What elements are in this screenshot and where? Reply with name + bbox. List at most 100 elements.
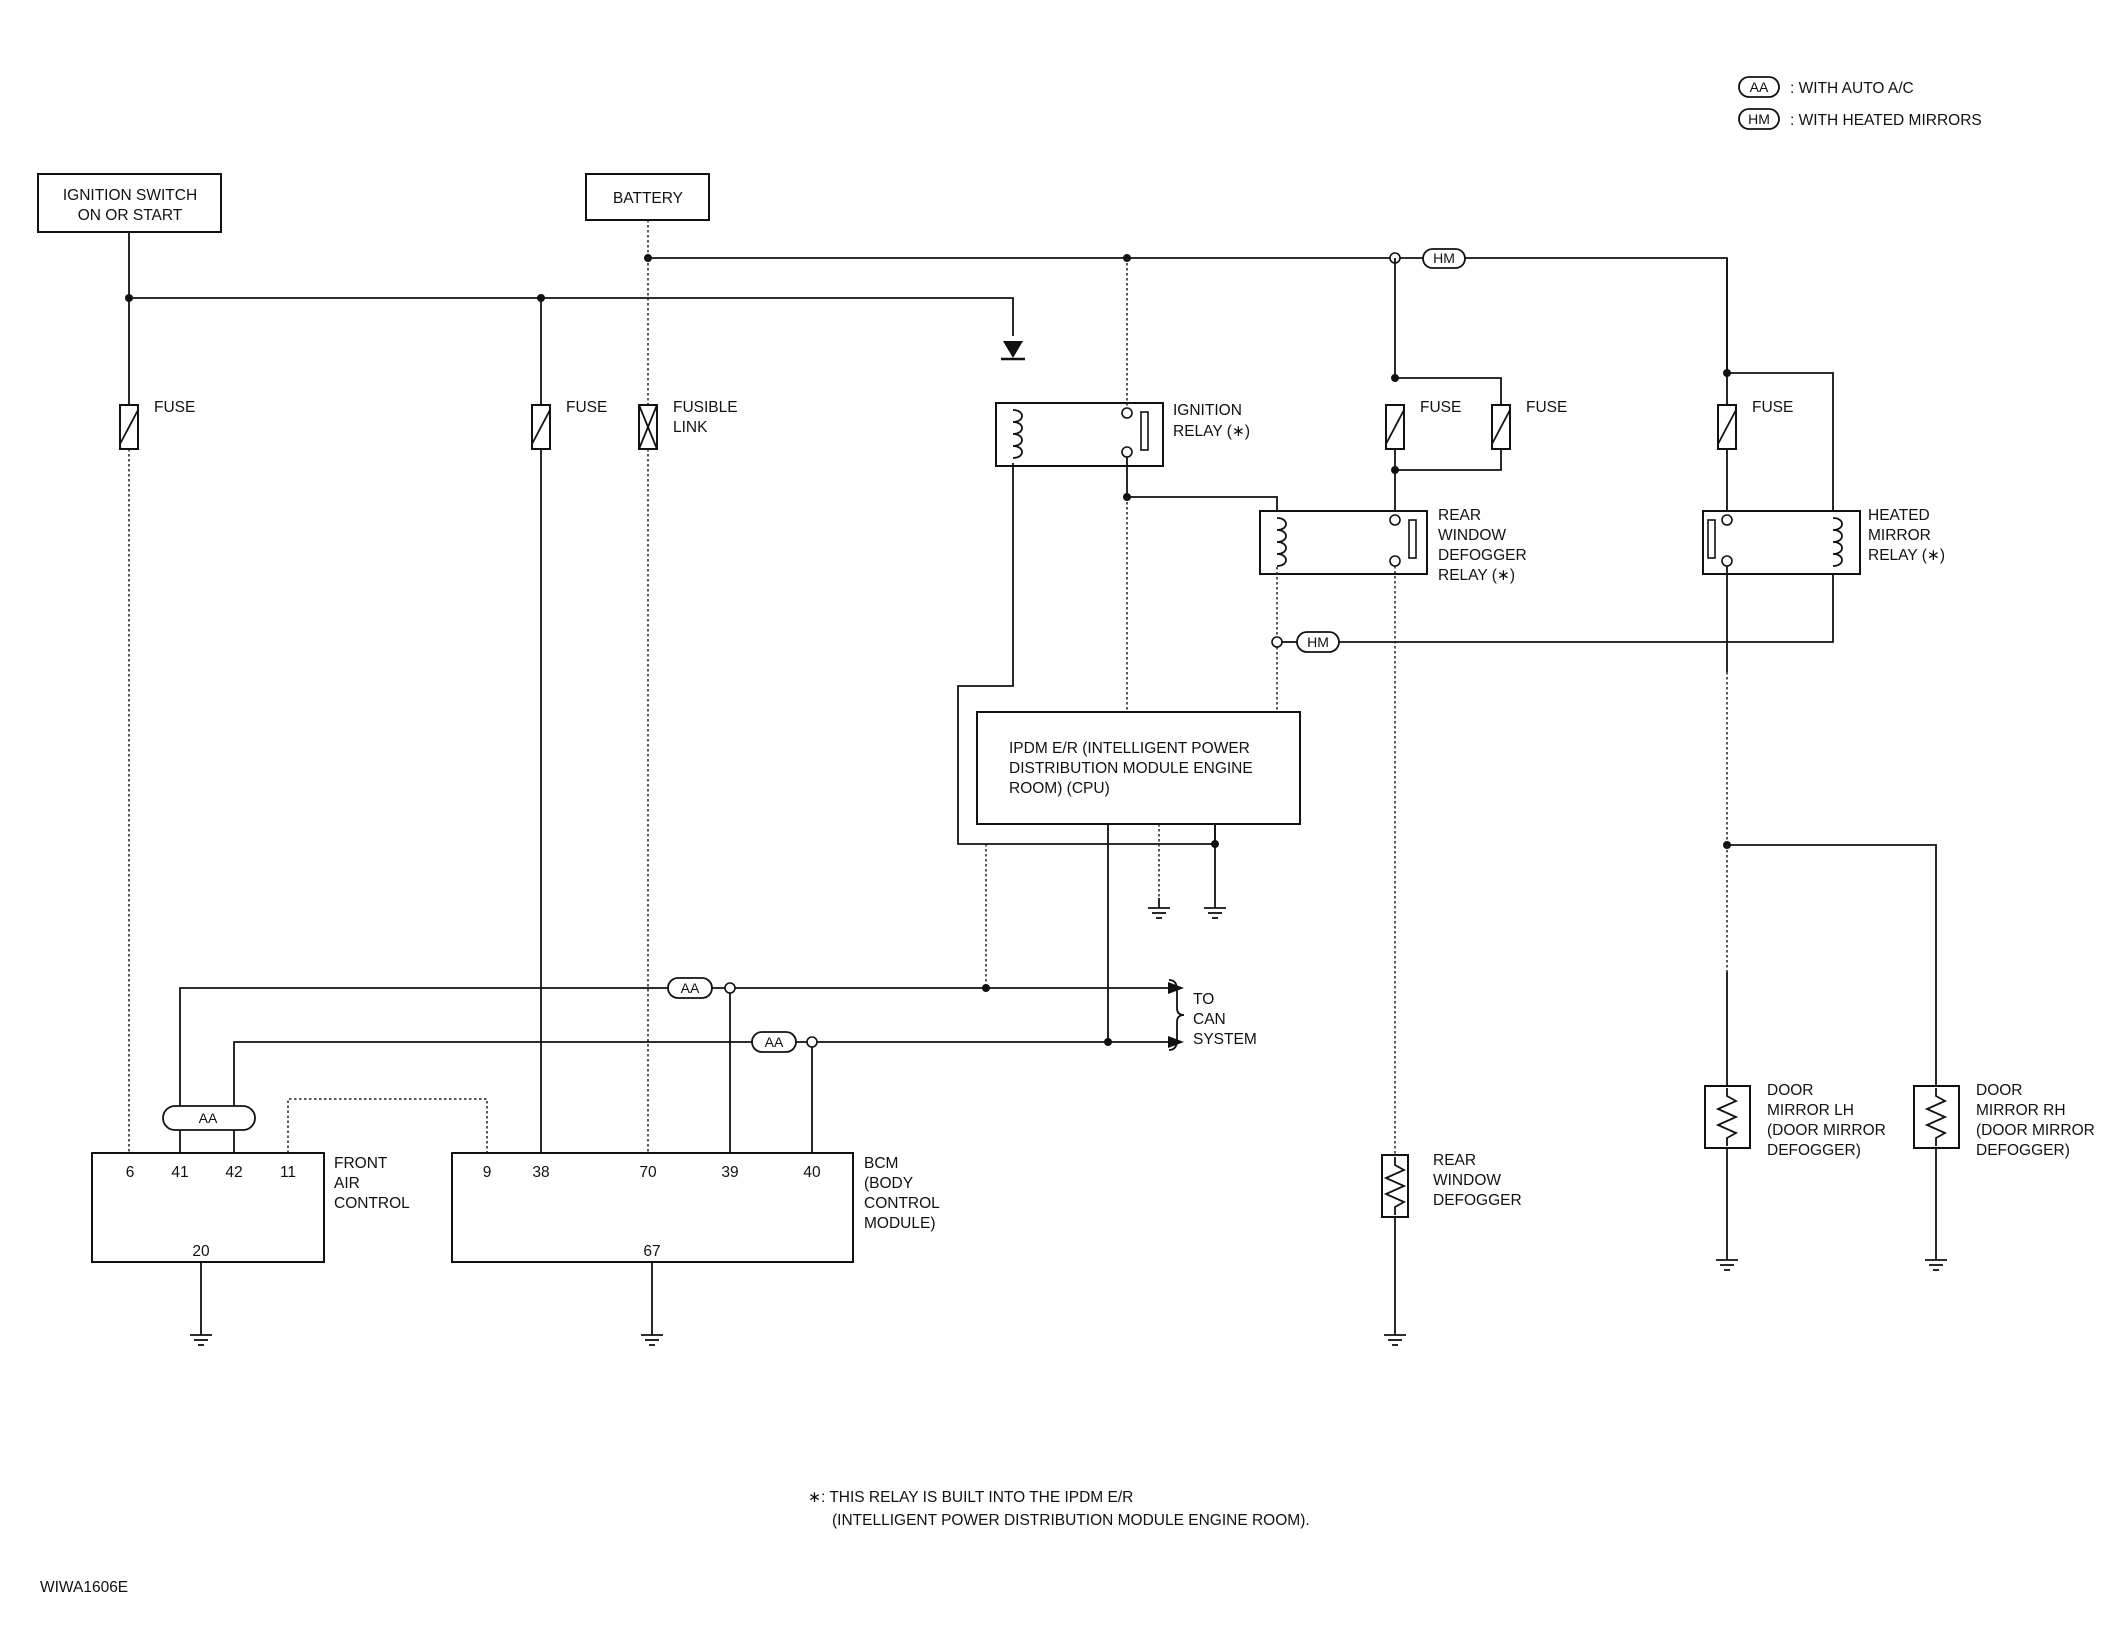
diagram-label: 42	[225, 1164, 242, 1181]
legend-aa: AA : WITH AUTO A/C	[1738, 76, 1914, 98]
diagram-label: 40	[803, 1164, 821, 1181]
ground-icon	[1715, 1249, 1739, 1271]
diagram-label: LINK	[673, 419, 708, 436]
diagram-label: HM	[1748, 111, 1770, 127]
ignition-switch-box: IGNITION SWITCH ON OR START	[37, 173, 222, 233]
rear-window-defogger	[1381, 1154, 1409, 1218]
diagram-label: WINDOW	[1433, 1172, 1501, 1189]
fuse-icon	[531, 404, 551, 450]
diagram-label: TO	[1193, 991, 1214, 1008]
diagram-label: AIR	[334, 1175, 360, 1192]
ground-icon	[640, 1324, 664, 1346]
diagram-label: REAR	[1438, 507, 1481, 524]
diagram-label: DEFOGGER	[1438, 547, 1527, 564]
diagram-label: 9	[483, 1164, 492, 1181]
diagram-label: CONTROL	[334, 1195, 410, 1212]
aa-option-badge-can-low: AA	[751, 1031, 797, 1053]
aa-option-badge-front-air: AA	[162, 1105, 256, 1131]
diagram-label: 11	[280, 1164, 296, 1181]
footnote-line-2: (INTELLIGENT POWER DISTRIBUTION MODULE E…	[832, 1512, 1310, 1529]
diagram-label: DISTRIBUTION MODULE ENGINE	[1009, 760, 1253, 777]
fusible-link-icon	[638, 404, 658, 450]
diagram-label: RELAY (∗)	[1438, 567, 1515, 584]
legend-hm: HM : WITH HEATED MIRRORS	[1738, 108, 1982, 130]
fuse-icon	[119, 404, 139, 450]
diagram-label: FUSE	[1420, 399, 1461, 416]
diagram-label: IGNITION SWITCH	[63, 187, 197, 204]
diagram-label: AA	[765, 1034, 784, 1050]
diagram-label: FUSE	[1526, 399, 1567, 416]
diagram-label: 6	[126, 1164, 135, 1181]
diagram-label: FUSIBLE	[673, 399, 738, 416]
diagram-label: DEFOGGER	[1433, 1192, 1522, 1209]
diagram-label: 41	[171, 1164, 188, 1181]
fuse-icon	[1717, 404, 1737, 450]
diagram-label: RELAY (∗)	[1173, 423, 1250, 440]
door-mirror-rh	[1913, 1085, 1960, 1149]
diagram-label: BATTERY	[613, 190, 683, 207]
ground-icon	[189, 1324, 213, 1346]
diagram-label: DOOR	[1767, 1082, 1814, 1099]
diagram-label: IGNITION	[1173, 402, 1242, 419]
diagram-label: WINDOW	[1438, 527, 1506, 544]
battery-box: BATTERY	[585, 173, 710, 221]
fuse-icon	[1385, 404, 1405, 450]
fuse-icon	[1491, 404, 1511, 450]
ground-icon	[1924, 1249, 1948, 1271]
diagram-label: : WITH AUTO A/C	[1790, 80, 1914, 97]
diagram-label: RELAY (∗)	[1868, 547, 1945, 564]
diagram-label: AA	[199, 1110, 218, 1126]
ground-icon	[1147, 897, 1171, 919]
ground-icon	[1203, 897, 1227, 919]
diagram-label: (DOOR MIRROR	[1976, 1122, 2095, 1139]
footnote-line-1: ∗: THIS RELAY IS BUILT INTO THE IPDM E/R	[808, 1489, 1133, 1506]
diagram-label: 67	[643, 1243, 660, 1260]
diagram-label: ROOM) (CPU)	[1009, 780, 1110, 797]
ignition-relay	[995, 402, 1164, 467]
front-air-control: 6 41 42 11 20	[91, 1152, 325, 1263]
diagram-label: REAR	[1433, 1152, 1476, 1169]
diagram-label: ON OR START	[78, 207, 183, 224]
diagram-label: FUSE	[154, 399, 195, 416]
legend: AA : WITH AUTO A/C HM : WITH HEATED MIRR…	[1738, 76, 1982, 130]
diagram-label: HM	[1307, 634, 1329, 650]
diagram-label: BCM	[864, 1155, 898, 1172]
diode-icon	[1001, 341, 1025, 361]
rear-window-defogger-relay	[1259, 510, 1428, 575]
diagram-label: CONTROL	[864, 1195, 940, 1212]
diagram-label: AA	[1750, 79, 1769, 95]
diagram-label: 20	[192, 1243, 210, 1260]
diagram-label: (DOOR MIRROR	[1767, 1122, 1886, 1139]
heated-mirror-relay	[1702, 510, 1861, 575]
hm-option-badge-top: HM	[1422, 248, 1466, 269]
diagram-label: MODULE)	[864, 1215, 935, 1232]
diagram-label: DEFOGGER)	[1976, 1142, 2070, 1159]
door-mirror-lh	[1704, 1085, 1751, 1149]
diagram-label: 39	[721, 1164, 738, 1181]
diagram-label: DEFOGGER)	[1767, 1142, 1861, 1159]
diagram-id: WIWA1606E	[40, 1579, 128, 1596]
diagram-label: DOOR	[1976, 1082, 2023, 1099]
diagram-label: SYSTEM	[1193, 1031, 1257, 1048]
aa-option-badge-can-high: AA	[667, 977, 713, 999]
ipdm-module: IPDM E/R (INTELLIGENT POWER DISTRIBUTION…	[976, 711, 1301, 825]
hm-option-badge-mid: HM	[1296, 631, 1340, 653]
diagram-label: HEATED	[1868, 507, 1930, 524]
ground-icon	[1383, 1324, 1407, 1346]
diagram-label: FUSE	[1752, 399, 1793, 416]
diagram-label: HM	[1433, 250, 1455, 266]
bcm-module: 9 38 70 39 40 67	[451, 1152, 854, 1263]
diagram-label: IPDM E/R (INTELLIGENT POWER	[1009, 740, 1250, 757]
diagram-label: 38	[532, 1164, 549, 1181]
diagram-label: CAN	[1193, 1011, 1226, 1028]
diagram-label: (BODY	[864, 1175, 913, 1192]
diagram-label: : WITH HEATED MIRRORS	[1790, 112, 1982, 129]
diagram-label: MIRROR	[1868, 527, 1931, 544]
diagram-label: MIRROR RH	[1976, 1102, 2066, 1119]
diagram-label: AA	[681, 980, 700, 996]
diagram-label: 70	[639, 1164, 657, 1181]
diagram-label: FUSE	[566, 399, 607, 416]
diagram-label: MIRROR LH	[1767, 1102, 1854, 1119]
diagram-label: FRONT	[334, 1155, 388, 1172]
